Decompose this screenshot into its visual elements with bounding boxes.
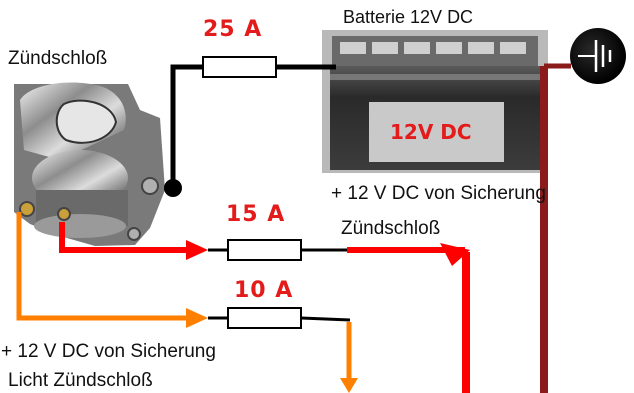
fuse-10a — [227, 307, 302, 329]
fuse-25a-label: 25 A — [203, 17, 263, 42]
fuse-25a — [202, 56, 277, 78]
light-arrow-down — [340, 378, 358, 393]
fuse-10a-label: 10 A — [234, 278, 294, 303]
light-feed-label-line2: Licht Zündschloß — [8, 370, 153, 391]
light-feed-label-line1: + 12 V DC von Sicherung — [1, 341, 216, 362]
ignition-arrow-right — [186, 240, 208, 260]
battery-title: Batterie 12V DC — [343, 7, 474, 27]
light-wire — [16, 212, 194, 321]
fuse-15a — [227, 239, 302, 261]
wire-junction — [164, 179, 182, 197]
ignition-arrow-down — [440, 243, 470, 266]
fuse-15a-label: 15 A — [226, 202, 286, 227]
battery-image — [322, 30, 548, 173]
ignition-feed-label-line2: Zündschloß — [341, 218, 441, 239]
ignition-switch-image — [14, 82, 165, 246]
ground-symbol-icon — [570, 28, 626, 84]
light-wire-out — [300, 316, 351, 322]
ignition-switch-label: Zündschloß — [8, 48, 108, 69]
light-arrow-right — [186, 308, 208, 328]
battery-voltage-label: 12V DC — [390, 120, 472, 144]
ignition-wire — [59, 222, 200, 253]
ignition-feed-label-line1: + 12 V DC von Sicherung — [331, 183, 546, 204]
main-wire — [170, 64, 336, 186]
